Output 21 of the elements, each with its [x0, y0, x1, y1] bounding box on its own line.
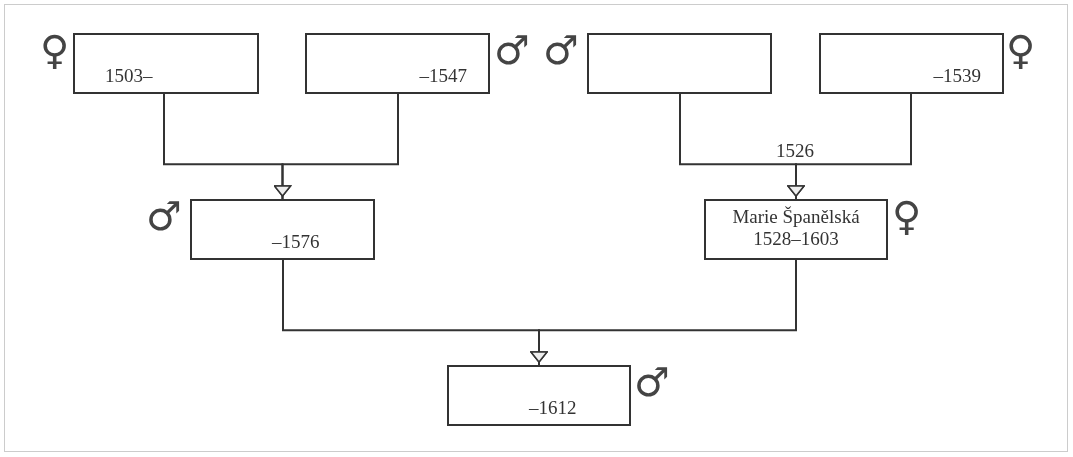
gender-symbol: ♀: [1006, 30, 1036, 70]
life-dates: –1547: [418, 65, 467, 87]
gender-symbol: ♂: [494, 30, 530, 70]
life-dates: Marie Španělská 1528–1603: [731, 206, 861, 250]
gender-symbol: ♀: [40, 30, 70, 70]
life-dates: –1576: [272, 231, 321, 253]
person-box: [73, 33, 259, 94]
gender-symbol: ♂: [634, 362, 670, 402]
connector-arrow: [273, 93, 399, 200]
person-box: [704, 199, 888, 260]
person-box: [305, 33, 490, 94]
person-box: [447, 365, 631, 426]
life-dates: –1539: [932, 65, 981, 87]
person-box: [587, 33, 772, 94]
gender-symbol: ♂: [543, 30, 579, 70]
person-box: [190, 199, 375, 260]
gender-symbol: ♂: [146, 196, 182, 236]
gender-symbol: ♀: [892, 196, 922, 236]
person-box: [819, 33, 1004, 94]
life-dates: –1612: [529, 397, 578, 419]
life-dates: 1503–: [105, 65, 154, 87]
